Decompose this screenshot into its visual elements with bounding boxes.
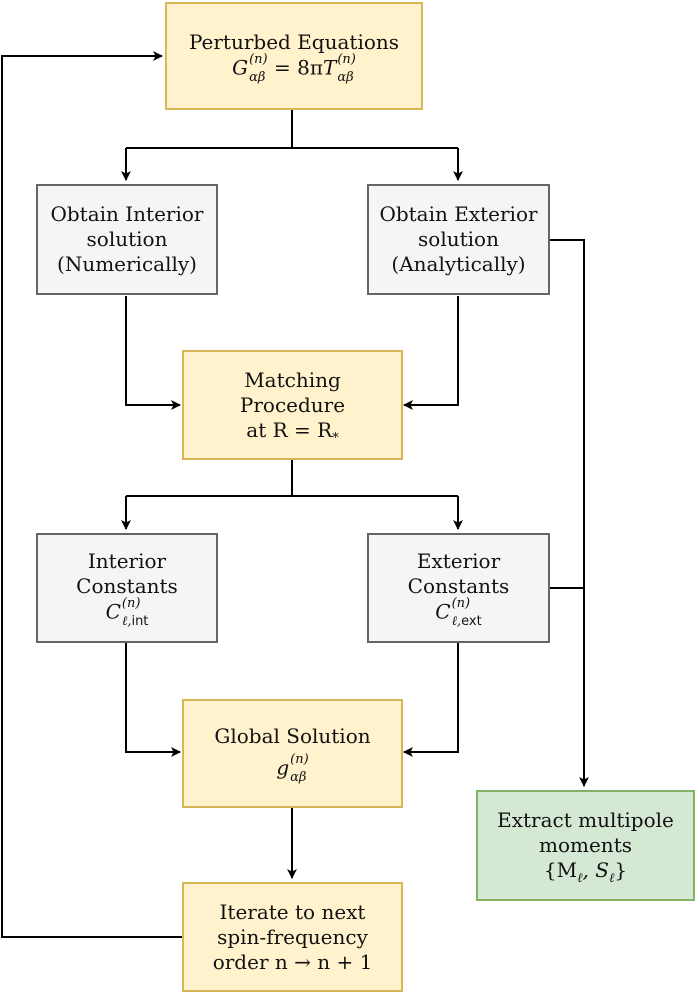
edge-exterior-solution-to-multipole xyxy=(550,239,589,787)
edge-interior-solution-to-matching xyxy=(125,296,181,410)
exterior-constants-node: Exterior Constants C(n)ℓ,ext xyxy=(367,533,550,643)
matching-line2: Procedure xyxy=(239,392,346,417)
interior-solution-node: Obtain Interior solution (Numerically) xyxy=(36,184,218,295)
perturbed-equation: G(n)αβ = 8πT(n)αβ xyxy=(232,51,356,85)
matching-line3: at R = R* xyxy=(246,417,339,446)
edge-iterate-loop-back xyxy=(1,51,182,938)
edge-exterior-solution-to-matching xyxy=(403,296,459,410)
multipole-line3: {Mℓ, Sℓ} xyxy=(543,858,628,886)
interior-solution-line2: solution xyxy=(86,227,168,251)
iterate-node: Iterate to next spin-frequency order n →… xyxy=(182,882,403,992)
exterior-solution-line2: solution xyxy=(418,227,499,251)
iterate-line2: spin-frequency xyxy=(217,924,368,949)
interior-constants-line2: Constants xyxy=(76,574,178,598)
matching-line1: Matching xyxy=(244,367,341,392)
interior-constants-line1: Interior xyxy=(87,549,167,573)
interior-constants-node: Interior Constants C(n)ℓ,int xyxy=(36,533,218,643)
global-solution-symbol: g(n)αβ xyxy=(276,752,309,785)
multipole-line2: moments xyxy=(539,833,632,857)
exterior-constants-line2: Constants xyxy=(407,574,510,598)
interior-solution-line1: Obtain Interior xyxy=(50,202,204,226)
multipole-moments-node: Extract multipole moments {Mℓ, Sℓ} xyxy=(476,790,695,901)
exterior-constants-symbol: C(n)ℓ,ext xyxy=(435,596,482,629)
edge-interior-constants-to-global xyxy=(125,643,181,757)
edge-perturbed-split xyxy=(126,110,458,149)
interior-constants-symbol: C(n)ℓ,int xyxy=(105,596,149,629)
edge-exterior-constants-to-global xyxy=(403,643,459,757)
matching-procedure-node: Matching Procedure at R = R* xyxy=(182,350,403,460)
interior-solution-line3: (Numerically) xyxy=(57,252,197,276)
perturbed-equations-node: Perturbed Equations G(n)αβ = 8πT(n)αβ xyxy=(165,2,423,110)
global-solution-title: Global Solution xyxy=(214,724,371,748)
edge-matching-split xyxy=(126,460,458,497)
perturbed-equations-title: Perturbed Equations xyxy=(188,29,400,54)
exterior-solution-node: Obtain Exterior solution (Analytically) xyxy=(367,184,550,295)
iterate-line1: Iterate to next xyxy=(219,899,366,924)
exterior-constants-line1: Exterior xyxy=(416,549,501,573)
multipole-line1: Extract multipole xyxy=(497,808,674,832)
exterior-solution-line3: (Analytically) xyxy=(391,252,526,276)
exterior-solution-line1: Obtain Exterior xyxy=(379,202,538,226)
global-solution-node: Global Solution g(n)αβ xyxy=(182,699,403,808)
iterate-line3: order n → n + 1 xyxy=(212,949,373,974)
